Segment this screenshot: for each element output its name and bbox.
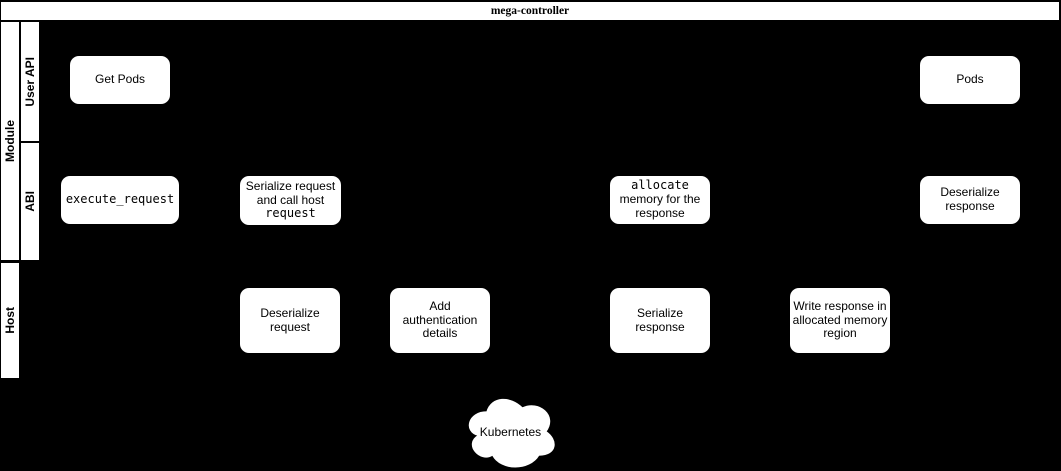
- node-deserialize-response: Deserialize response: [920, 176, 1020, 224]
- node-label-line: region: [823, 326, 857, 341]
- node-label-line: request: [269, 319, 311, 334]
- cloud-icon: [468, 398, 555, 468]
- lane-label-host-text: Host: [3, 307, 17, 334]
- lane-label-user-api: User API: [21, 22, 39, 141]
- lane-label-module: Module: [1, 22, 19, 260]
- node-label-line: Deserialize: [260, 305, 320, 320]
- node-write-response: Write response in allocated memory regio…: [790, 288, 890, 353]
- node-label-line: authentication: [402, 312, 478, 327]
- node-execute-request: execute_request: [61, 176, 179, 224]
- node-label-line: Serialize: [636, 305, 684, 320]
- node-label-line: allocate: [631, 178, 689, 193]
- pool-title: mega-controller: [1, 2, 1059, 20]
- node-label-line: response: [945, 199, 995, 213]
- node-label-line: response: [635, 205, 685, 220]
- node-serialize-request-and-call-host: Serialize request and call host request: [240, 176, 341, 225]
- node-label-line: Write response in: [793, 298, 887, 313]
- node-label-line: Add: [429, 298, 451, 313]
- lane-label-module-text: Module: [3, 120, 17, 162]
- node-allocate-memory: allocate memory for the response: [610, 176, 710, 224]
- lane-label-user-api-text: User API: [23, 56, 37, 107]
- node-add-authentication-details: Add authentication details: [390, 288, 490, 353]
- lane-label-host: Host: [1, 263, 19, 378]
- node-label-line: response: [635, 319, 685, 334]
- node-label-line: Get Pods: [94, 72, 146, 87]
- node-label-line: request: [265, 206, 316, 221]
- node-label-line: Serialize request: [245, 178, 336, 193]
- pool-title-label: mega-controller: [490, 5, 570, 17]
- node-label-line: Deserialize: [940, 185, 1000, 200]
- node-label-line: memory for the: [619, 192, 701, 207]
- lane-label-abi-text: ABI: [23, 191, 37, 212]
- node-label-line: details: [422, 326, 458, 341]
- cloud-label: Kubernetes: [479, 424, 542, 439]
- kubernetes-cloud: Kubernetes: [463, 392, 558, 471]
- node-label-line: allocated memory: [792, 312, 888, 327]
- node-pods: Pods: [920, 56, 1020, 104]
- node-serialize-response: Serialize response: [610, 288, 710, 353]
- node-get-pods: Get Pods: [70, 56, 170, 104]
- node-label-line: Pods: [956, 72, 984, 87]
- lane-label-abi: ABI: [21, 143, 39, 260]
- node-label-line: execute_request: [65, 192, 175, 207]
- node-deserialize-request: Deserialize request: [240, 288, 340, 353]
- node-label-line: and call host: [256, 192, 325, 207]
